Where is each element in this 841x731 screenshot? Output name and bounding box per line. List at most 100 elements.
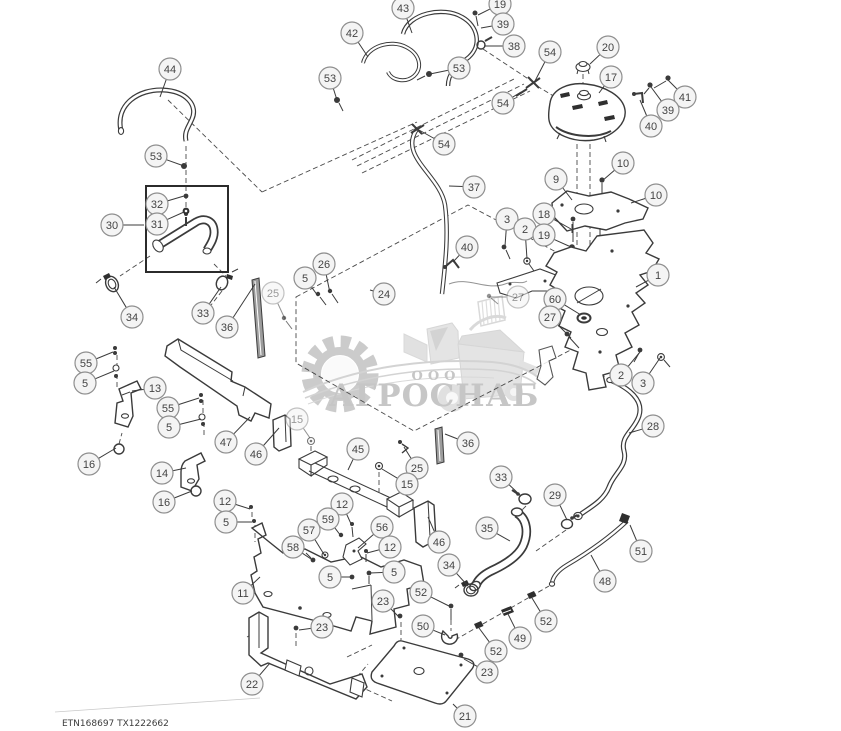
callout-balloon-48[interactable] [593,569,617,593]
callout-53[interactable]: 53 [429,56,471,80]
callout-balloon-39[interactable] [656,98,680,122]
callout-34[interactable]: 34 [113,286,144,329]
callout-45[interactable]: 45 [346,437,370,471]
callout-37[interactable]: 37 [448,175,486,199]
callout-balloon-20[interactable] [596,35,620,59]
callout-balloon-12[interactable] [378,535,402,559]
callout-22[interactable]: 22 [240,662,271,696]
callout-balloon-5[interactable] [157,415,181,439]
callout-39[interactable]: 39 [650,86,680,122]
callout-balloon-17[interactable] [599,65,623,89]
callout-5[interactable]: 5 [214,510,252,534]
callout-5[interactable]: 5 [369,560,406,584]
callout-balloon-40[interactable] [639,114,663,138]
callout-52[interactable]: 52 [478,627,508,663]
callout-balloon-38[interactable] [502,34,526,58]
callout-balloon-12[interactable] [330,492,354,516]
callout-balloon-52[interactable] [484,639,508,663]
callout-balloon-28[interactable] [641,414,665,438]
callout-33[interactable]: 33 [191,286,222,325]
callout-balloon-46[interactable] [244,442,268,466]
callout-balloon-23[interactable] [475,660,499,684]
callout-10[interactable]: 10 [601,151,635,182]
callout-54[interactable]: 54 [534,40,562,82]
callout-53[interactable]: 53 [144,144,185,168]
callout-balloon-5[interactable] [318,565,342,589]
callout-balloon-15[interactable] [285,407,309,431]
callout-5[interactable]: 5 [293,266,319,297]
callout-36[interactable]: 36 [444,431,480,455]
callout-9[interactable]: 9 [544,167,573,201]
callout-balloon-33[interactable] [489,465,513,489]
callout-15[interactable]: 15 [381,468,419,496]
callout-balloon-44[interactable] [158,57,182,81]
callout-50[interactable]: 50 [411,614,446,638]
callout-balloon-25[interactable] [261,281,285,305]
callout-28[interactable]: 28 [628,414,665,438]
callout-balloon-47[interactable] [214,430,238,454]
callout-balloon-22[interactable] [240,672,264,696]
callout-23[interactable]: 23 [371,589,401,619]
callout-3[interactable]: 3 [631,357,661,395]
callout-57[interactable]: 57 [297,518,326,557]
callout-balloon-5[interactable] [382,560,406,584]
callout-balloon-58[interactable] [281,535,305,559]
callout-balloon-14[interactable] [150,461,174,485]
callout-balloon-30[interactable] [100,213,124,237]
callout-10[interactable]: 10 [630,183,668,207]
callout-balloon-42[interactable] [340,21,364,45]
callout-balloon-11[interactable] [231,581,255,605]
callout-balloon-51[interactable] [629,539,653,563]
callout-balloon-5[interactable] [293,266,317,290]
callout-balloon-57[interactable] [297,518,321,542]
callout-balloon-10[interactable] [611,151,635,175]
callout-52[interactable]: 52 [409,580,450,607]
callout-balloon-53[interactable] [144,144,168,168]
callout-balloon-34[interactable] [120,305,144,329]
callout-balloon-34[interactable] [437,553,461,577]
callout-27[interactable]: 27 [489,285,530,309]
callout-balloon-37[interactable] [462,175,486,199]
callout-58[interactable]: 58 [281,535,315,562]
callout-balloon-40[interactable] [455,235,479,259]
callout-balloon-56[interactable] [370,515,394,539]
callout-balloon-23[interactable] [310,615,334,639]
callout-balloon-43[interactable] [391,0,415,20]
callout-balloon-46[interactable] [427,530,451,554]
callout-16[interactable]: 16 [77,447,117,476]
callout-15[interactable]: 15 [285,407,311,439]
callout-38[interactable]: 38 [484,34,526,58]
callout-54[interactable]: 54 [418,129,456,156]
callout-19[interactable]: 19 [477,0,512,16]
callout-balloon-3[interactable] [631,371,655,395]
callout-19[interactable]: 19 [532,223,572,248]
callout-balloon-5[interactable] [214,510,238,534]
callout-5[interactable]: 5 [73,370,115,395]
callout-balloon-54[interactable] [538,40,562,64]
callout-47[interactable]: 47 [214,416,251,454]
callout-27[interactable]: 27 [538,305,572,339]
callout-48[interactable]: 48 [590,554,617,593]
callout-3[interactable]: 3 [495,207,519,247]
callout-31[interactable]: 31 [145,211,185,236]
callout-5[interactable]: 5 [157,415,202,439]
callout-11[interactable]: 11 [231,576,261,605]
callout-5[interactable]: 5 [318,565,352,589]
callout-balloon-53[interactable] [447,56,471,80]
callout-balloon-23[interactable] [371,589,395,613]
callout-balloon-16[interactable] [77,452,101,476]
callout-2[interactable]: 2 [513,217,537,260]
callout-46[interactable]: 46 [244,427,280,466]
callout-balloon-2[interactable] [609,363,633,387]
callout-balloon-52[interactable] [534,609,558,633]
callout-40[interactable]: 40 [452,235,479,263]
callout-balloon-36[interactable] [456,431,480,455]
callout-balloon-59[interactable] [316,507,340,531]
callout-52[interactable]: 52 [531,597,558,633]
callout-30[interactable]: 30 [100,213,144,237]
callout-29[interactable]: 29 [543,483,568,521]
callout-55[interactable]: 55 [156,396,200,420]
callout-balloon-33[interactable] [191,301,215,325]
callout-balloon-15[interactable] [395,472,419,496]
callout-35[interactable]: 35 [475,516,511,542]
